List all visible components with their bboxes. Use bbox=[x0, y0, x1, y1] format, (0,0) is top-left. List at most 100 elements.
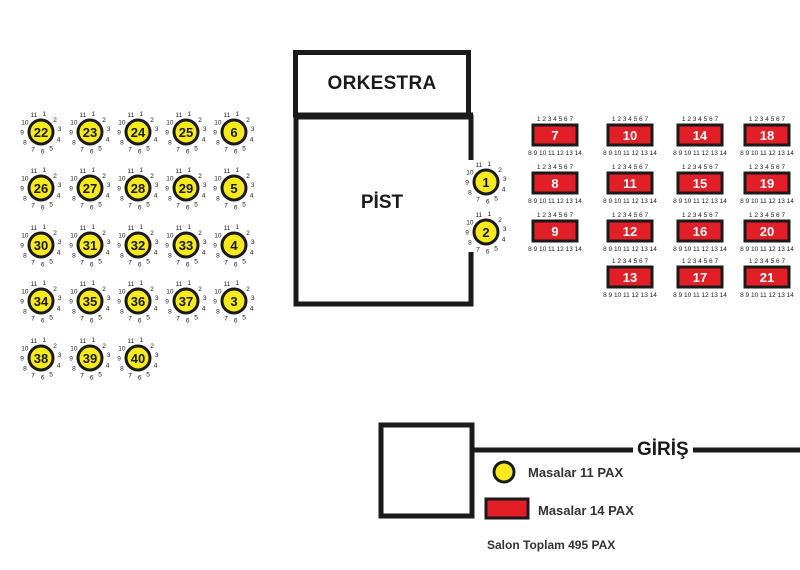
round-table-top bbox=[124, 174, 152, 202]
seat-number: 3 bbox=[155, 126, 159, 133]
seat-number: 7 bbox=[80, 260, 84, 267]
seat-number: 6 bbox=[486, 198, 490, 205]
table-number: 24 bbox=[131, 125, 146, 140]
seat-number: 2 bbox=[246, 117, 250, 124]
seat-number: 1 bbox=[187, 224, 191, 231]
seat-numbers-bottom: 8 9 10 11 12 13 14 bbox=[673, 198, 727, 205]
seat-numbers-top: 1 2 3 4 5 6 7 bbox=[682, 212, 719, 219]
seat-numbers-bottom: 8 9 10 11 12 13 14 bbox=[603, 198, 657, 205]
seat-number: 11 bbox=[224, 168, 231, 175]
table-number: 36 bbox=[131, 294, 145, 309]
seat-number: 6 bbox=[186, 261, 190, 268]
legend-round-swatch bbox=[492, 460, 516, 484]
rect-table-9[interactable]: 1 2 3 4 5 6 798 9 10 11 12 13 14 bbox=[528, 212, 582, 253]
seat-numbers-top: 1 2 3 4 5 6 7 bbox=[749, 164, 786, 171]
seat-numbers-bottom: 8 9 10 11 12 13 14 bbox=[603, 292, 657, 299]
seat-number: 5 bbox=[242, 315, 246, 322]
seat-number: 3 bbox=[155, 239, 159, 246]
seat-number: 1 bbox=[235, 224, 239, 231]
seat-number: 1 bbox=[487, 211, 491, 218]
table-number: 40 bbox=[131, 351, 145, 366]
dance-floor-label: PİST bbox=[360, 192, 404, 213]
seat-number: 7 bbox=[128, 260, 132, 267]
seat-number: 10 bbox=[70, 119, 78, 126]
table-number: 34 bbox=[34, 294, 49, 309]
table-number: 7 bbox=[551, 128, 558, 143]
seat-number: 3 bbox=[251, 182, 255, 189]
table-number: 13 bbox=[623, 270, 637, 285]
table-number: 15 bbox=[693, 176, 707, 191]
seat-number: 6 bbox=[138, 317, 142, 324]
round-table-top bbox=[124, 344, 152, 372]
seat-number: 2 bbox=[102, 117, 106, 124]
seat-number: 6 bbox=[138, 148, 142, 155]
seat-number: 6 bbox=[90, 148, 94, 155]
seat-number: 11 bbox=[80, 112, 87, 119]
seat-number: 5 bbox=[242, 259, 246, 266]
seat-number: 8 bbox=[120, 309, 124, 316]
rect-table-8[interactable]: 1 2 3 4 5 6 788 9 10 11 12 13 14 bbox=[528, 164, 582, 205]
table-number: 12 bbox=[623, 224, 637, 239]
seat-number: 7 bbox=[176, 203, 180, 210]
seat-number: 8 bbox=[23, 309, 27, 316]
seat-number: 5 bbox=[98, 315, 102, 322]
seat-number: 10 bbox=[21, 175, 29, 182]
rect-table-7[interactable]: 1 2 3 4 5 6 778 9 10 11 12 13 14 bbox=[528, 116, 582, 157]
seat-number: 3 bbox=[58, 126, 62, 133]
seat-number: 6 bbox=[41, 204, 45, 211]
seat-number: 8 bbox=[120, 253, 124, 260]
table-number: 25 bbox=[179, 125, 193, 140]
seat-number: 6 bbox=[41, 148, 45, 155]
seat-number: 5 bbox=[146, 259, 150, 266]
seat-number: 6 bbox=[486, 248, 490, 255]
seat-number: 10 bbox=[118, 119, 126, 126]
seat-number: 9 bbox=[20, 130, 24, 137]
seat-number: 8 bbox=[72, 140, 76, 147]
seat-numbers-bottom: 8 9 10 11 12 13 14 bbox=[528, 150, 582, 157]
seat-number: 5 bbox=[194, 146, 198, 153]
seat-number: 3 bbox=[203, 239, 207, 246]
seat-number: 9 bbox=[20, 186, 24, 193]
seat-number: 11 bbox=[128, 112, 135, 119]
seat-number: 8 bbox=[120, 196, 124, 203]
seat-number: 11 bbox=[176, 168, 183, 175]
seat-number: 3 bbox=[58, 239, 62, 246]
